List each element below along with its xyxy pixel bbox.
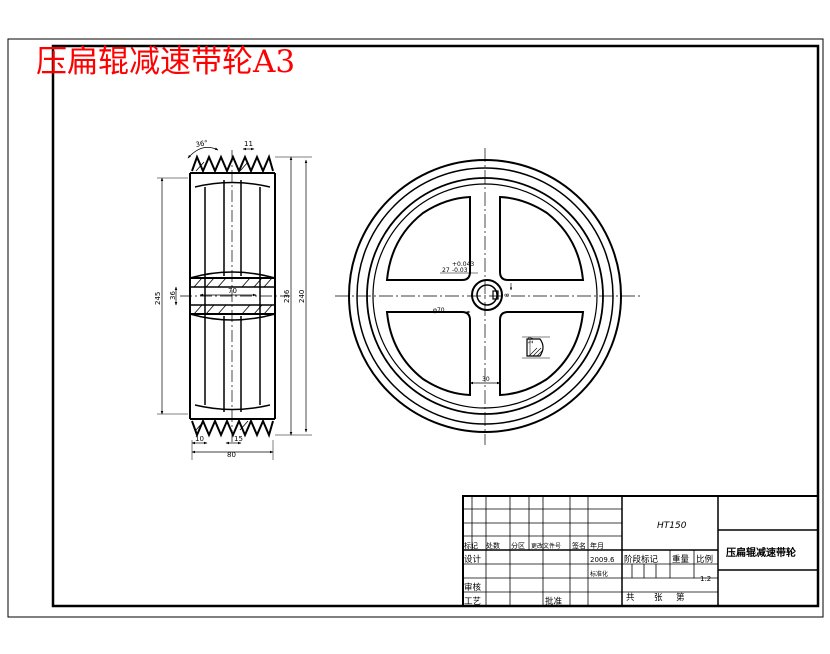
tb-date-val: 2009.6 [590, 556, 615, 564]
bottom-grooves [191, 418, 274, 438]
tb-mark: 标记 [464, 541, 478, 550]
tb-sheet-no: 第 [676, 592, 685, 603]
part-name-label: 压扁辊减速带轮 [726, 546, 796, 559]
title-block [462, 495, 819, 607]
material-label: HT150 [657, 521, 687, 531]
front-view [335, 148, 640, 445]
tb-scale-value: 1:2 [700, 575, 711, 583]
dim-keyway-tol-lo: -0.03 [452, 267, 468, 274]
dim-groove-pitch: 11 [244, 140, 253, 148]
dim-hub-length: 70 [228, 287, 237, 295]
spoke-section [526, 338, 544, 357]
dim-keyway-depth: 27 [442, 267, 450, 274]
drawing-title: 压扁辊减速带轮A3 [36, 44, 295, 80]
dim-bore: 36 [169, 291, 177, 300]
tb-design: 设计 [464, 554, 482, 565]
dim-outer-left: 245 [154, 292, 162, 305]
tb-total: 共 [626, 593, 635, 603]
bore [476, 284, 498, 306]
dim-hub-diameter: φ70 [433, 307, 445, 314]
top-grooves [191, 154, 274, 174]
tb-stage: 阶段标记 [624, 554, 659, 565]
dim-spoke-width: 30 [482, 376, 490, 383]
title-block-border [462, 495, 819, 607]
pocket-bottom-left [385, 311, 471, 397]
dim-spoke-section: 17 [528, 336, 535, 344]
hub-hatching [193, 161, 273, 431]
keyway [492, 290, 499, 300]
dim-keyway-tol-up: +0.043 [452, 261, 474, 268]
tb-process: 工艺 [464, 597, 481, 607]
dim-overall-width: 80 [227, 451, 236, 459]
pocket-top-left [385, 195, 471, 281]
dim-groove-angle: 36° [195, 139, 209, 149]
dim-key-width: 8 [504, 293, 511, 297]
pocket-top-right [499, 195, 585, 281]
tb-sheet: 张 [654, 593, 663, 603]
outer-frame [7, 38, 824, 618]
side-view [157, 147, 312, 460]
tb-count: 处数 [486, 541, 500, 550]
pocket-bottom-right [499, 311, 585, 397]
tb-weight: 重量 [672, 554, 690, 565]
inner-frame [51, 44, 820, 608]
hub-outer [471, 279, 503, 311]
dim-bottom-1: 10 [195, 435, 204, 443]
tb-review: 审核 [464, 582, 482, 593]
dim-outer-d: 240 [298, 290, 306, 303]
dim-pitch-d: 236 [283, 289, 291, 303]
tb-standardize: 标准化 [590, 570, 608, 578]
dim-bottom-2: 15 [234, 435, 243, 443]
spoke-section-hatch [528, 347, 544, 357]
tb-date: 年月 [590, 541, 604, 550]
rim-top-inner [194, 181, 271, 188]
tb-change: 更改文件号 [531, 542, 561, 550]
rim-bottom-inner [194, 404, 271, 411]
tb-approve: 批准 [545, 596, 563, 607]
tb-zone: 分区 [511, 541, 525, 550]
tb-scale: 比例 [696, 554, 713, 565]
tb-sign: 签名 [572, 541, 586, 550]
